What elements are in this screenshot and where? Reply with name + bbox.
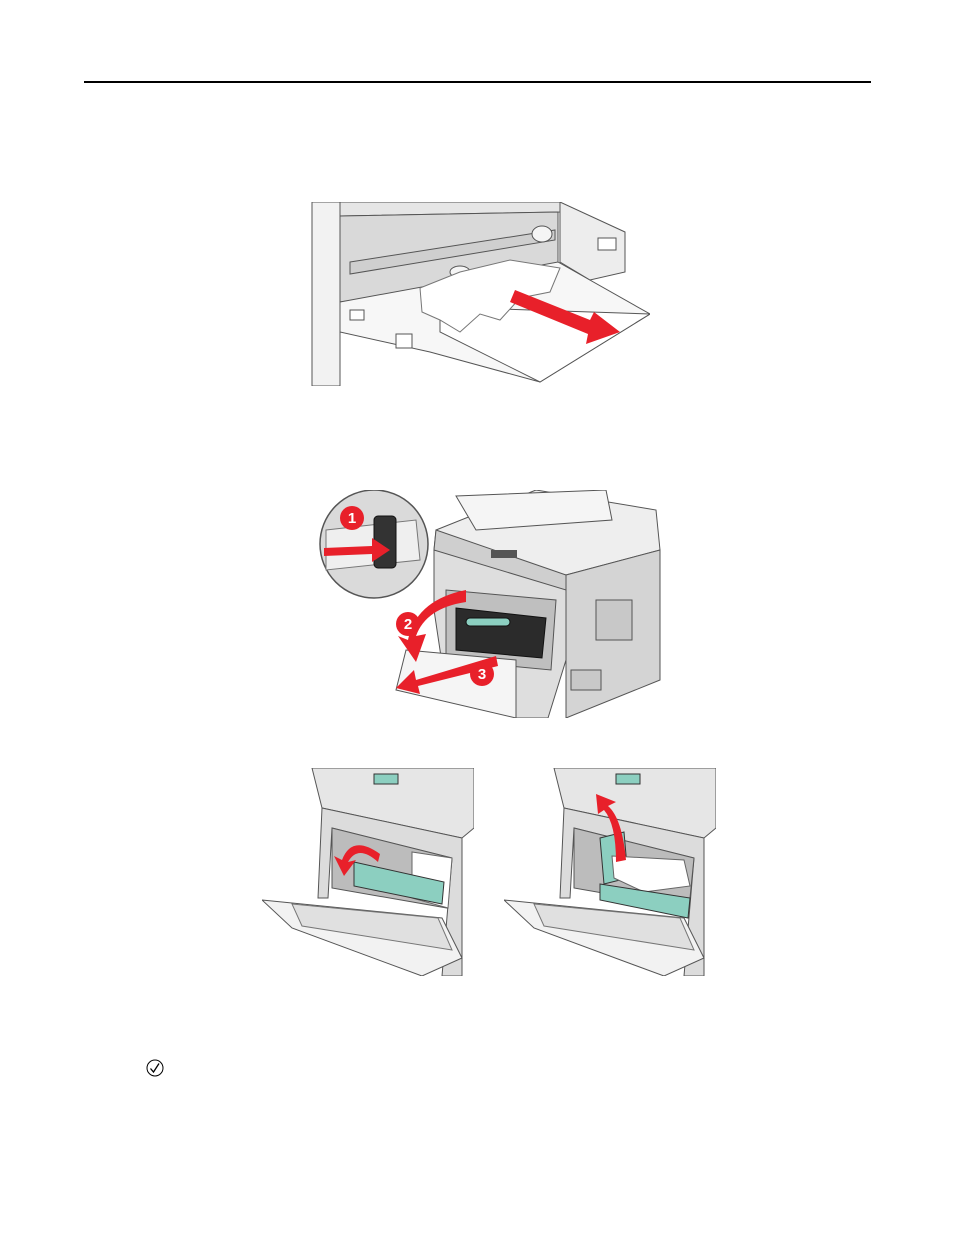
header-rule [84, 81, 871, 83]
checkmark-icon [146, 1059, 164, 1077]
printer-front-door-illustration: 1 2 3 [316, 490, 662, 718]
callout-2: 2 [404, 616, 412, 633]
callout-1: 1 [348, 510, 356, 527]
fuser-paper-removal-illustration [504, 768, 716, 976]
callout-3: 3 [478, 666, 486, 683]
fuser-flap-illustration [262, 768, 474, 976]
paper-jam-illustration [310, 202, 650, 386]
